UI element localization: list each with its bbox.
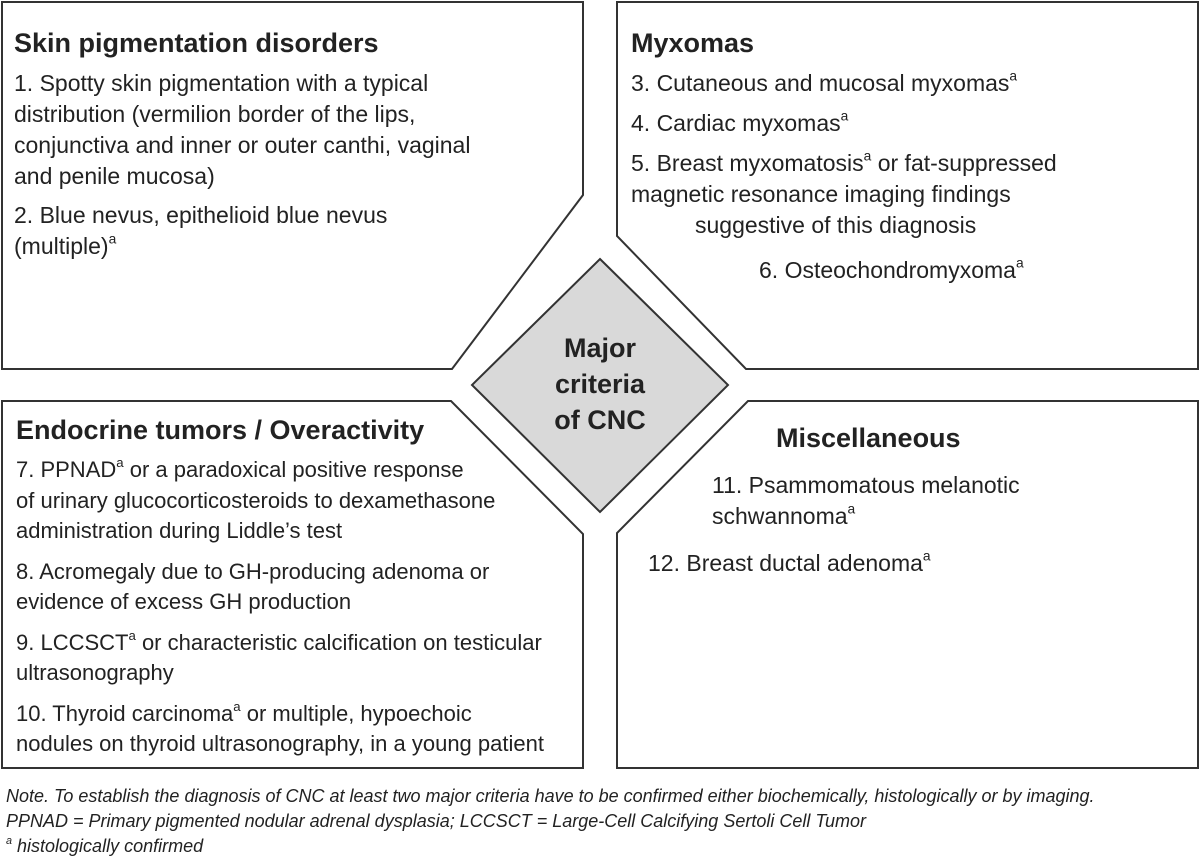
endocrine-item-7-line-3: administration during Liddle’s test xyxy=(16,518,343,543)
footnote-marker: a xyxy=(847,501,856,517)
skin-item-1: 1. Spotty skin pigmentation with a typic… xyxy=(14,68,574,192)
endocrine-item-7-line-1: 7. PPNADa or a paradoxical positive resp… xyxy=(16,455,464,482)
footnote-marker: a xyxy=(233,698,241,714)
center-line-2: criteria xyxy=(554,369,646,399)
misc-item-11: 11. Psammomatous melanotic schwannomaa xyxy=(712,470,1182,532)
myxomas-item-3: 3. Cutaneous and mucosal myxomasa xyxy=(631,68,1018,96)
endocrine-item-9: 9. LCCSCTa or characteristic calcificati… xyxy=(16,628,581,689)
skin-title: Skin pigmentation disorders xyxy=(14,28,379,58)
center-diamond xyxy=(470,257,730,514)
myxomas-item-5: 5. Breast myxomatosisa or fat-suppressed… xyxy=(631,148,1191,241)
skin-panel: Skin pigmentation disorders 1. Spotty sk… xyxy=(14,26,574,262)
misc-box xyxy=(616,400,1199,769)
footnotes: Note. To establish the diagnosis of CNC … xyxy=(6,784,1095,859)
endocrine-item-9-line-2: ultrasonography xyxy=(16,660,174,685)
skin-item-1-line-4: and penile mucosa) xyxy=(14,163,215,189)
myxomas-box xyxy=(616,1,1199,370)
footnote-marker: a xyxy=(128,627,136,643)
skin-item-1-line-3: conjunctiva and inner or outer canthi, v… xyxy=(14,132,471,158)
note-line-3: a histologically confirmed xyxy=(6,834,204,856)
footnote-marker: a xyxy=(1009,68,1018,84)
endocrine-item-9-line-1: 9. LCCSCTa or characteristic calcificati… xyxy=(16,627,542,655)
endocrine-item-8-line-2: evidence of excess GH production xyxy=(16,589,352,614)
skin-item-1-line-2: distribution (vermilion border of the li… xyxy=(14,101,416,127)
footnote-marker: a xyxy=(1015,255,1024,271)
skin-item-2: 2. Blue nevus, epithelioid blue nevus (m… xyxy=(14,200,574,262)
endocrine-title: Endocrine tumors / Overactivity xyxy=(16,415,425,445)
footnote-marker: a xyxy=(863,148,872,164)
note-line-1: Note. To establish the diagnosis of CNC … xyxy=(6,786,1095,806)
endocrine-item-7-line-2: of urinary glucocorticosteroids to dexam… xyxy=(16,487,496,513)
footnote-marker: a xyxy=(840,108,849,124)
myxomas-item-5-line-2: magnetic resonance imaging findings xyxy=(631,181,1011,207)
endocrine-panel: Endocrine tumors / Overactivity 7. PPNAD… xyxy=(16,413,581,760)
myxomas-item-6: 6. Osteochondromyxomaa xyxy=(759,255,1024,283)
skin-item-1-line-1: 1. Spotty skin pigmentation with a typic… xyxy=(14,70,429,96)
skin-box xyxy=(1,1,584,370)
skin-item-2-line-1: 2. Blue nevus, epithelioid blue nevus xyxy=(14,202,388,228)
misc-item-12: 12. Breast ductal adenomaa xyxy=(648,548,931,576)
footnote-marker: a xyxy=(108,231,117,247)
myxomas-item-4: 4. Cardiac myxomasa xyxy=(631,108,849,136)
footnote-marker: a xyxy=(116,455,124,471)
myxomas-title: Myxomas xyxy=(631,28,755,58)
misc-item-11-line-2: schwannomaa xyxy=(712,501,856,529)
footnote-marker: a xyxy=(6,834,13,847)
myxomas-panel: Myxomas 3. Cutaneous and mucosal myxomas… xyxy=(631,26,1191,286)
center-label: Major criteria of CNC xyxy=(520,330,680,438)
endocrine-box xyxy=(1,400,584,769)
endocrine-item-8-line-1: 8. Acromegaly due to GH-producing adenom… xyxy=(16,558,490,584)
footnote-marker: a xyxy=(922,548,931,564)
misc-item-11-line-1: 11. Psammomatous melanotic xyxy=(712,472,1020,498)
misc-title: Miscellaneous xyxy=(776,423,961,453)
endocrine-item-8: 8. Acromegaly due to GH-producing adenom… xyxy=(16,557,581,618)
endocrine-item-10: 10. Thyroid carcinomaa or multiple, hypo… xyxy=(16,699,581,760)
endocrine-item-10-line-1: 10. Thyroid carcinomaa or multiple, hypo… xyxy=(16,698,472,726)
myxomas-item-5-line-1: 5. Breast myxomatosisa or fat-suppressed xyxy=(631,148,1057,176)
myxomas-item-5-line-3: suggestive of this diagnosis xyxy=(695,212,977,238)
misc-title-wrap: Miscellaneous xyxy=(776,421,961,455)
center-line-1: Major xyxy=(563,333,636,363)
endocrine-item-10-line-2: nodules on thyroid ultrasonography, in a… xyxy=(16,731,544,756)
center-line-3: of CNC xyxy=(554,405,646,435)
skin-item-2-line-2: (multiple)a xyxy=(14,231,117,259)
endocrine-item-7: 7. PPNADa or a paradoxical positive resp… xyxy=(16,455,581,547)
note-line-2: PPNAD = Primary pigmented nodular adrena… xyxy=(6,811,867,831)
